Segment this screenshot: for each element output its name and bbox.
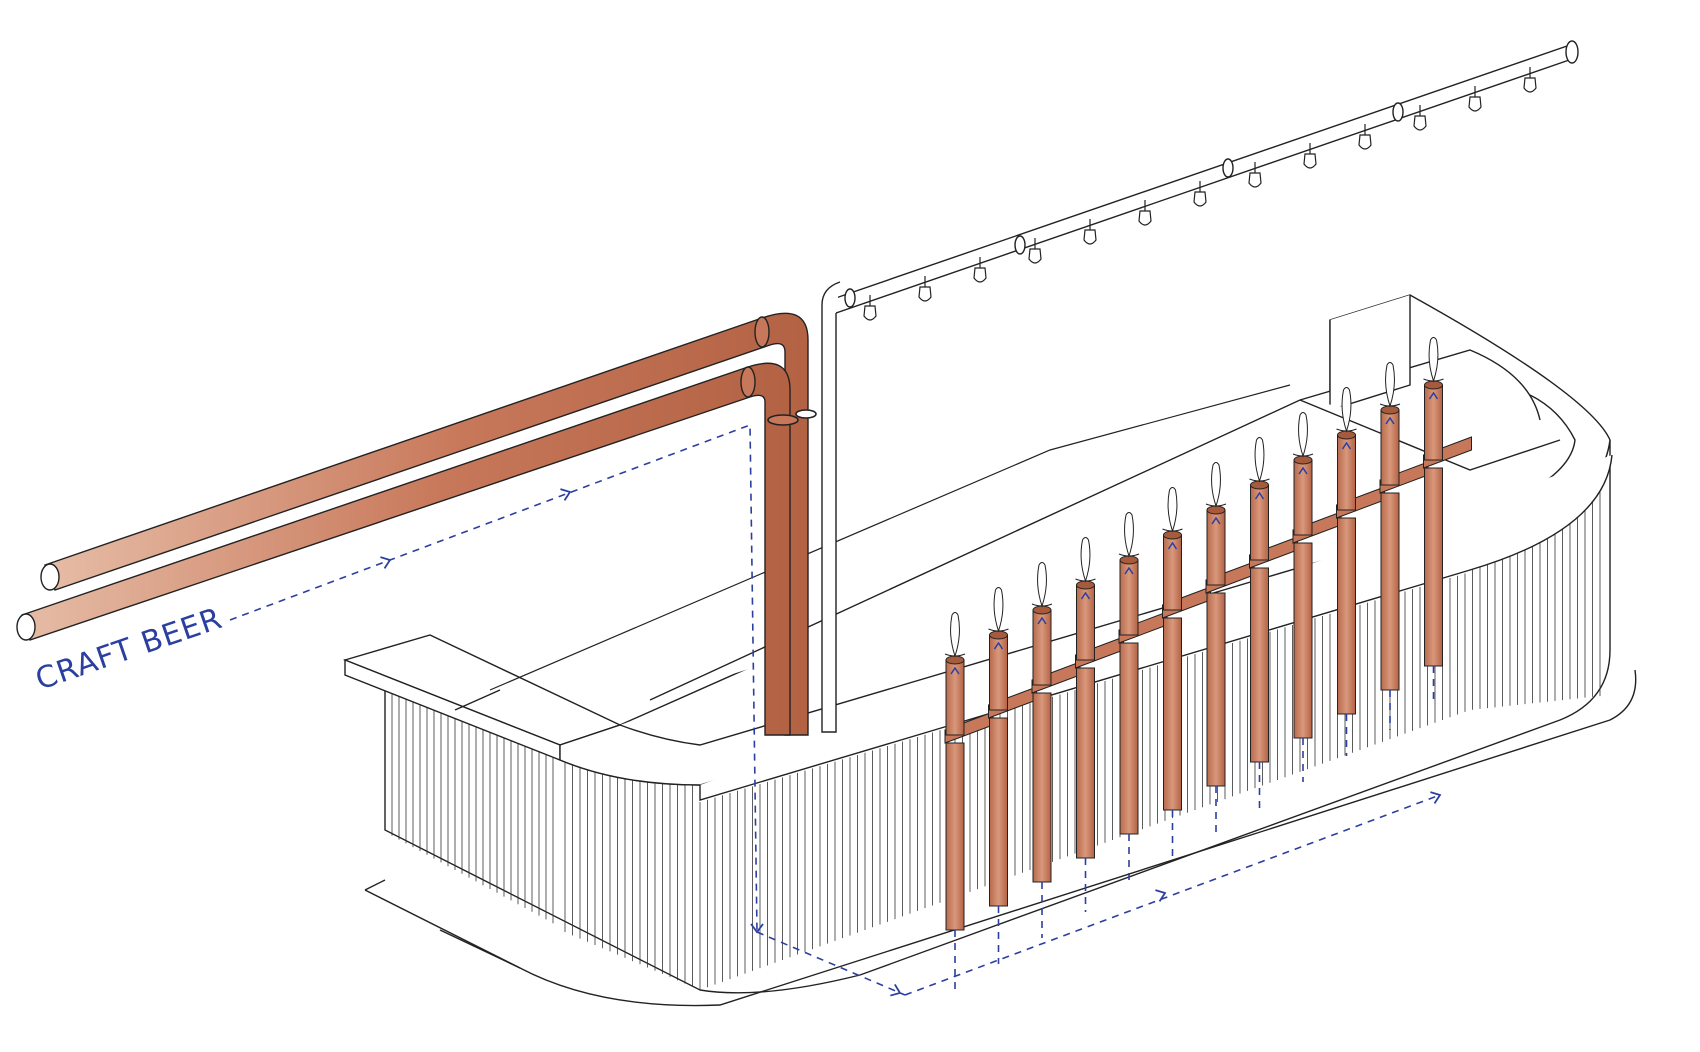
light-rail-pipe: [821, 40, 1579, 733]
arrowhead-icon: [1385, 416, 1395, 425]
supply-pipe-upper: [40, 312, 809, 736]
tap-handle-icon: [1292, 412, 1314, 458]
tap-column: [1118, 512, 1168, 835]
light-bulb-icon: [973, 257, 987, 283]
arrowhead-icon: [1341, 441, 1352, 450]
tap-column: [1031, 562, 1081, 883]
arrowhead-icon: [950, 666, 960, 675]
tap-handle-icon: [1075, 537, 1096, 583]
tap-column: [1249, 437, 1298, 763]
arrowhead-icon: [1430, 791, 1442, 804]
arrowhead-icon: [1037, 616, 1047, 625]
light-bulb-icon: [1193, 181, 1207, 207]
light-bulb-icon: [1303, 143, 1317, 169]
arrowhead-icon: [1124, 566, 1134, 575]
arrowhead-icon: [380, 556, 392, 569]
tap-handle-icon: [1205, 462, 1227, 508]
light-bulb-icon: [1523, 67, 1537, 93]
tap-handle-icon: [944, 612, 966, 658]
light-bulb-icon: [1028, 238, 1042, 264]
tap-handle-icon: [988, 587, 1009, 633]
tap-columns: [944, 337, 1472, 931]
bar-plinth: [364, 669, 1637, 1007]
tap-handle-icon: [1162, 487, 1183, 533]
pipe-flanges: [767, 409, 817, 426]
light-bulb-icon: [918, 276, 932, 302]
arrowhead-icon: [750, 923, 764, 934]
arrowhead-icon: [560, 488, 572, 501]
light-bulb-icon: [1413, 105, 1427, 131]
tap-handle-icon: [1249, 437, 1270, 483]
supply-pipe-lower: [16, 362, 791, 736]
arrowhead-icon: [1167, 541, 1178, 550]
tap-handle-icon: [1118, 512, 1140, 558]
light-bulb-icon: [1083, 219, 1097, 245]
arrowhead-icon: [890, 983, 902, 997]
tap-column: [1205, 462, 1255, 787]
tap-column: [1075, 537, 1124, 859]
tap-column: [1162, 487, 1211, 811]
tap-handle-icon: [1031, 562, 1053, 608]
arrowhead-icon: [1211, 516, 1221, 525]
arrowhead-icon: [1155, 889, 1167, 902]
light-bulb-icon: [1358, 124, 1372, 150]
bar-back-line: [489, 384, 1291, 691]
tap-column: [1423, 337, 1472, 667]
arrowhead-icon: [993, 641, 1004, 650]
light-bulb-icon: [1138, 200, 1152, 226]
tap-handle-icon: [1379, 362, 1401, 408]
tap-handle-icon: [1423, 337, 1444, 383]
light-bulb-icon: [1248, 162, 1262, 188]
tap-column: [944, 612, 994, 931]
tap-handle-icon: [1336, 387, 1357, 433]
tap-column: [1379, 362, 1429, 691]
light-bulb-icon: [1468, 86, 1482, 112]
arrowhead-icon: [1428, 391, 1439, 400]
light-bulb-icon: [863, 295, 877, 321]
arrowhead-icon: [1080, 591, 1091, 600]
flow-arrowheads: [380, 488, 1442, 997]
arrowhead-icon: [1254, 491, 1265, 500]
beer-flow-lines: [229, 423, 1441, 996]
arrowhead-icon: [1298, 466, 1308, 475]
tap-column: [1292, 412, 1342, 739]
light-bulbs: [863, 67, 1537, 321]
tap-column: [988, 587, 1037, 907]
